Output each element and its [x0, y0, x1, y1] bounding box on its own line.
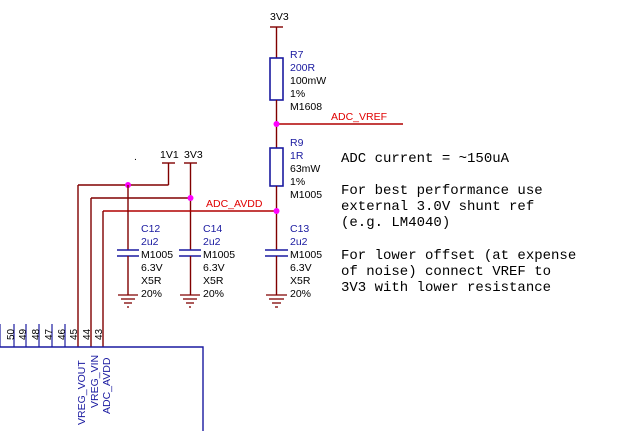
- r9-value: 1R: [290, 150, 304, 162]
- r7-package: M1608: [290, 101, 322, 113]
- c13-value: 2u2: [290, 236, 308, 248]
- note-line-5: For lower offset (at expense: [341, 248, 576, 264]
- net-label-3v3-top: 3V3: [270, 11, 289, 23]
- r7-power: 100mW: [290, 75, 326, 87]
- ic-pin-numbers: 50 49 48 47 46 45 44 43: [6, 328, 105, 340]
- note-line-3: external 3.0V shunt ref: [341, 199, 534, 215]
- capacitor-c14[interactable]: [179, 249, 201, 295]
- pin-number-50: 50: [6, 328, 17, 340]
- net-label-3v3-mid: 3V3: [184, 149, 203, 161]
- pin-name-vreg-vin: VREG_VIN: [89, 355, 101, 408]
- pin-number-46: 46: [57, 328, 68, 340]
- r9-power: 63mW: [290, 163, 320, 175]
- pin-name-adc-avdd: ADC_AVDD: [101, 357, 113, 414]
- c14-dielectric: X5R: [203, 275, 224, 287]
- pin-number-48: 48: [31, 328, 42, 340]
- c13-dielectric: X5R: [290, 275, 311, 287]
- c12-ref: C12: [141, 223, 160, 235]
- pin-name-vreg-vout: VREG_VOUT: [76, 360, 88, 425]
- note-line-2: For best performance use: [341, 183, 543, 199]
- r9-tolerance: 1%: [290, 176, 305, 188]
- rail-3v3-mid: 3V3: [90, 149, 203, 347]
- adc-avdd-net: ADC_AVDD: [102, 198, 277, 347]
- capacitor-c12[interactable]: [117, 185, 139, 295]
- c14-value: 2u2: [203, 236, 221, 248]
- c12-tolerance: 20%: [141, 288, 162, 300]
- junction-adc-avdd: [273, 208, 280, 214]
- c12-dielectric: X5R: [141, 275, 162, 287]
- junction-adc-vref: [273, 121, 280, 127]
- c14-tolerance: 20%: [203, 288, 224, 300]
- pin-number-43: 43: [94, 328, 105, 340]
- c12-value: 2u2: [141, 236, 159, 248]
- note-line-4: (e.g. LM4040): [341, 215, 450, 231]
- design-notes: ADC current = ~150uA For best performanc…: [341, 151, 576, 296]
- c13-package: M1005: [290, 249, 322, 261]
- c12-package: M1005: [141, 249, 173, 261]
- c13-voltage: 6.3V: [290, 262, 312, 274]
- r7-value: 200R: [290, 62, 316, 74]
- c14-package: M1005: [203, 249, 235, 261]
- c13-tolerance: 20%: [290, 288, 311, 300]
- ic-pin-names: VREG_VOUT VREG_VIN ADC_AVDD: [76, 355, 113, 425]
- c12-voltage: 6.3V: [141, 262, 163, 274]
- c14-voltage: 6.3V: [203, 262, 225, 274]
- r7-tolerance: 1%: [290, 88, 305, 100]
- pin-number-44: 44: [82, 328, 93, 340]
- pin-number-49: 49: [18, 328, 29, 340]
- note-line-6: of noise) connect VREF to: [341, 264, 551, 280]
- pin-number-45: 45: [69, 328, 80, 340]
- note-line-1: ADC current = ~150uA: [341, 151, 510, 167]
- note-line-7: 3V3 with lower resistance: [341, 280, 551, 296]
- r9-ref: R9: [290, 137, 304, 149]
- junction-3v3-mid: [187, 195, 194, 201]
- resistor-r7[interactable]: [269, 57, 284, 148]
- ground-symbol-c13: [266, 294, 287, 308]
- resistor-r9[interactable]: [269, 147, 284, 250]
- stray-dot: .: [134, 151, 137, 163]
- ic-pins: [0, 324, 66, 347]
- ground-symbol-c12: [118, 294, 138, 308]
- rail-1v1: 1V1 .: [77, 149, 179, 347]
- c14-ref: C14: [203, 223, 222, 235]
- r9-package: M1005: [290, 189, 322, 201]
- ground-symbol-c14: [180, 294, 200, 308]
- net-label-adc-vref: ADC_VREF: [331, 111, 387, 123]
- net-label-1v1: 1V1: [160, 149, 179, 161]
- rail-3v3-top: 3V3: [270, 11, 289, 58]
- net-label-adc-avdd: ADC_AVDD: [206, 198, 263, 210]
- ic-body: [0, 346, 204, 431]
- r7-ref: R7: [290, 49, 304, 61]
- c13-ref: C13: [290, 223, 309, 235]
- pin-number-47: 47: [44, 328, 55, 340]
- capacitor-c13[interactable]: [265, 249, 288, 295]
